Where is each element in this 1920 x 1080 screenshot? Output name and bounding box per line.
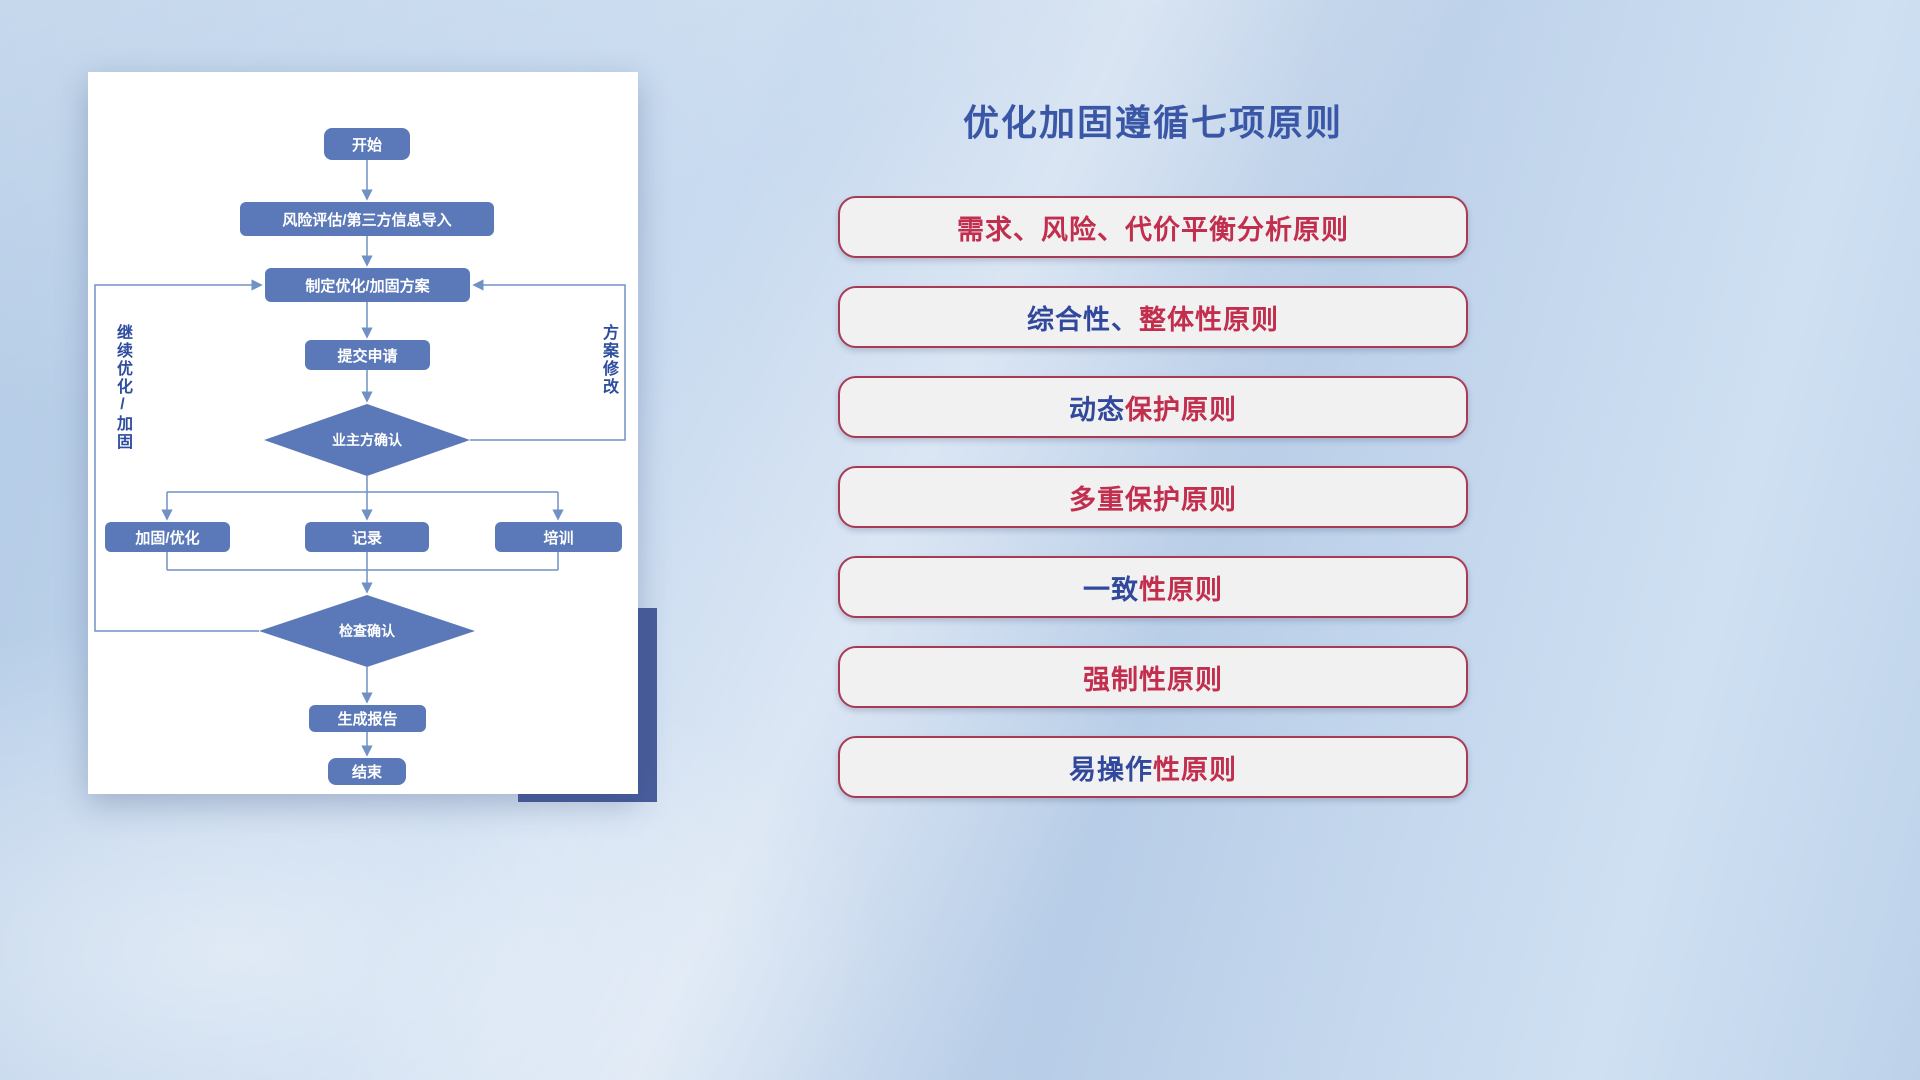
flow-node-reinforce: 加固/优化 (105, 522, 230, 552)
principle-item-6: 强制性原则 (838, 646, 1468, 708)
principle-text: 多重保护原则 (1069, 484, 1237, 515)
loop-label-continue-optimize: 继续优化/加固 (114, 324, 131, 451)
flow-decision-check-confirm: 检查确认 (259, 595, 475, 667)
principle-text: 强制性原则 (1083, 664, 1223, 695)
flow-node-risk-import: 风险评估/第三方信息导入 (240, 202, 494, 236)
principle-text: 易操作 (1069, 754, 1153, 785)
flow-decision-owner-confirm: 业主方确认 (264, 404, 470, 476)
principle-item-1: 需求、风险、代价平衡分析原则 (838, 196, 1468, 258)
principle-text: 性原则 (1139, 574, 1223, 605)
flow-node-make-plan: 制定优化/加固方案 (265, 268, 470, 302)
principle-text: 性原则 (1153, 754, 1237, 785)
flow-node-report: 生成报告 (309, 705, 426, 732)
principle-text: 综合性、 (1027, 304, 1139, 335)
principle-text: 整体性原则 (1139, 304, 1279, 335)
principle-text: 动态 (1069, 394, 1125, 425)
flow-node-training: 培训 (495, 522, 622, 552)
principle-item-7: 易操作性原则 (838, 736, 1468, 798)
flowchart-card: 开始 风险评估/第三方信息导入 制定优化/加固方案 提交申请 业主方确认 加固/… (88, 72, 638, 794)
flow-node-record: 记录 (305, 522, 429, 552)
flow-node-end: 结束 (328, 758, 406, 785)
flow-node-start: 开始 (324, 128, 410, 160)
principles-list: 需求、风险、代价平衡分析原则 综合性、整体性原则 动态保护原则 多重保护原则 一… (838, 196, 1468, 826)
principle-text: 需求、风险、代价平衡分析原则 (957, 214, 1349, 245)
principle-text: 一致 (1083, 574, 1139, 605)
principle-text: 保护原则 (1125, 394, 1237, 425)
flow-node-submit: 提交申请 (305, 340, 430, 370)
loop-label-plan-revise: 方案修改 (600, 324, 617, 396)
principle-item-4: 多重保护原则 (838, 466, 1468, 528)
page-title: 优化加固遵循七项原则 (962, 102, 1343, 143)
principle-item-5: 一致性原则 (838, 556, 1468, 618)
principle-item-3: 动态保护原则 (838, 376, 1468, 438)
principle-item-2: 综合性、整体性原则 (838, 286, 1468, 348)
